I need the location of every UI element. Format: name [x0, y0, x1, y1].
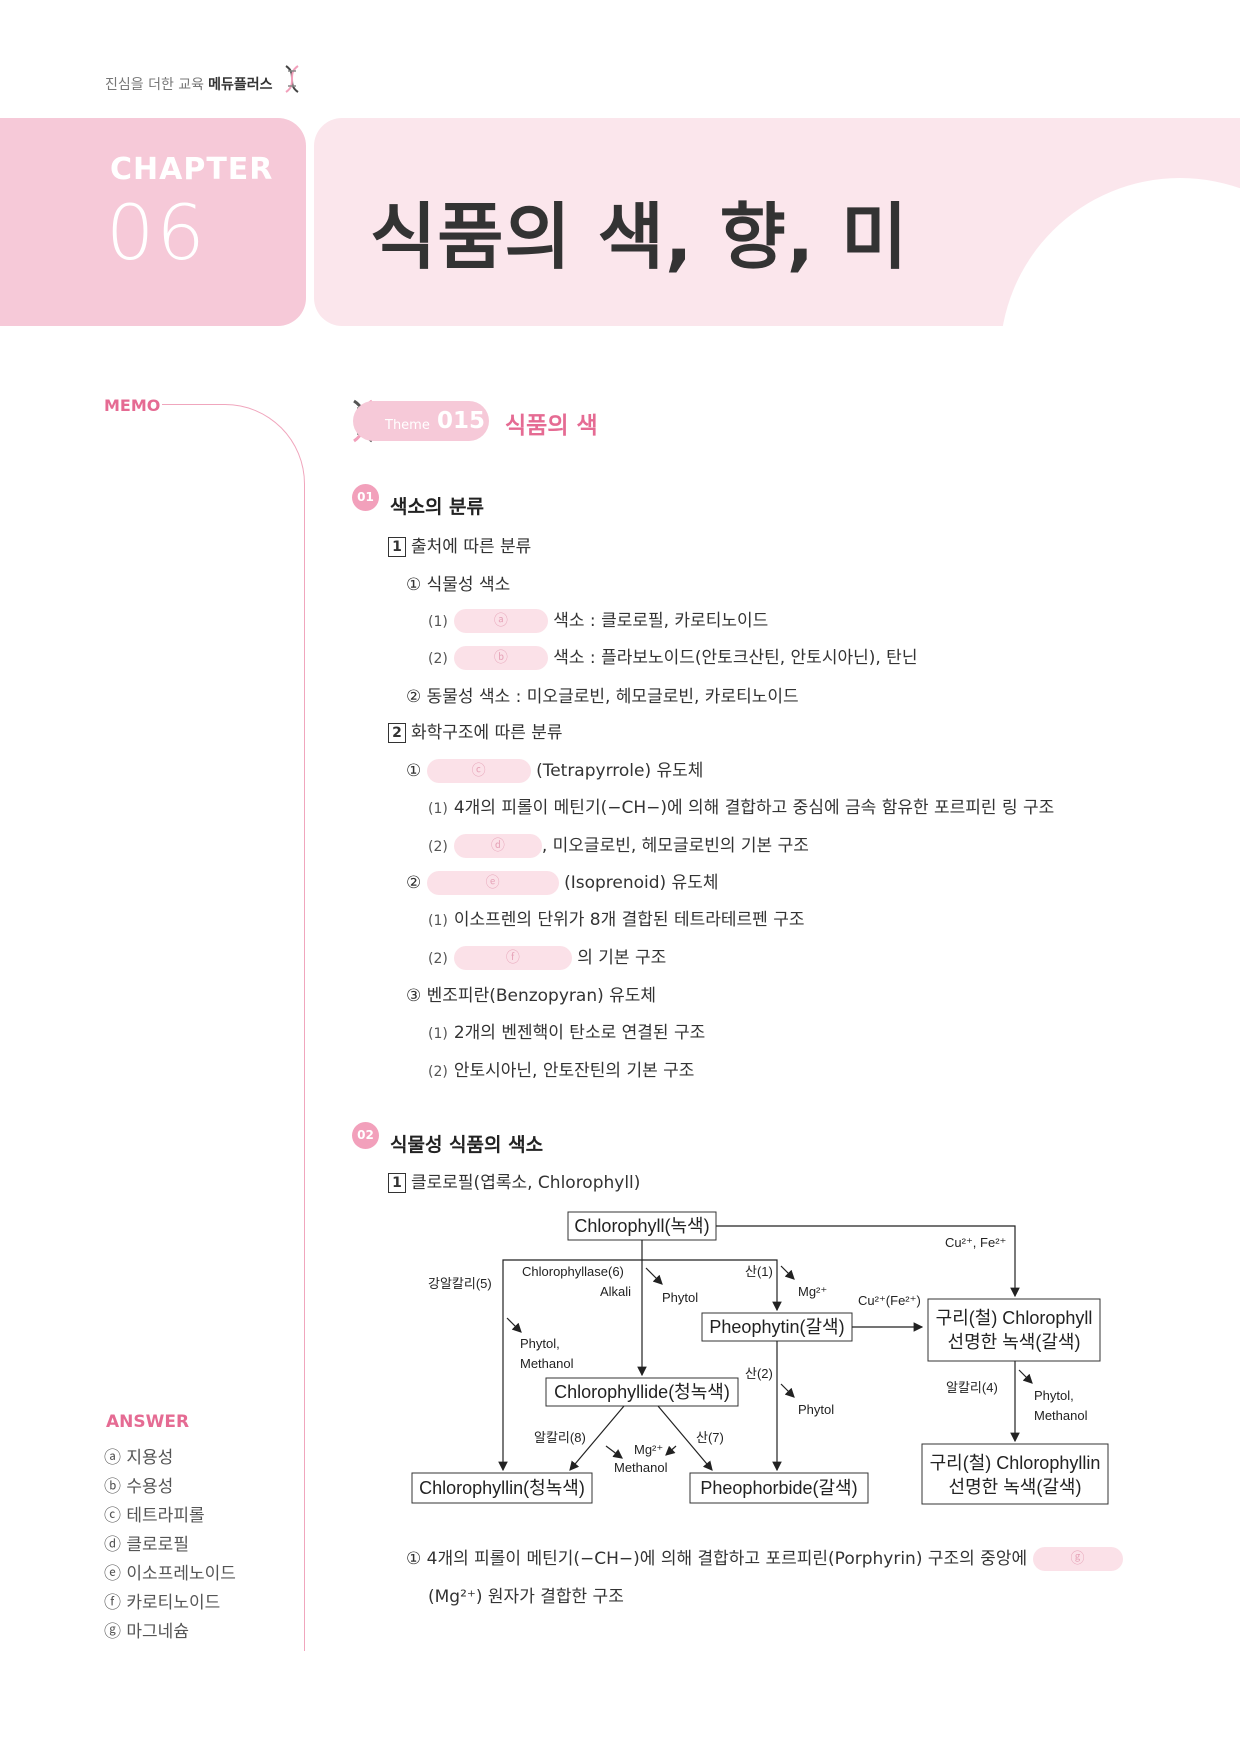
node-box [689, 1472, 869, 1504]
fat-soluble-line: (1)ⓐ 색소 : 클로로필, 카로티노이드 [428, 609, 769, 633]
blank-c: ⓒ [426, 759, 531, 783]
label-phytol-methanol-b: Methanol [520, 1356, 574, 1371]
label-cu-fe-mid: Cu²⁺(Fe²⁺) [858, 1293, 921, 1308]
blank-d: ⓓ [453, 834, 542, 858]
chlorophyll-base-line: (2)ⓓ, 미오글로빈, 헤모글로빈의 기본 구조 [428, 834, 809, 858]
answer-item: ⓐ 지용성 [104, 1448, 174, 1468]
blank-b: ⓑ [453, 646, 548, 670]
label-phytol-2: Phytol [798, 1402, 834, 1417]
chapter-title: 식품의 색, 향, 미 [370, 195, 909, 279]
label-mg-1: Mg²⁺ [798, 1284, 827, 1299]
theme-title: 식품의 색 [505, 413, 598, 439]
blank-a: ⓐ [453, 609, 548, 633]
tetraterpene-line: (1)이소프렌의 단위가 8개 결합된 테트라테르펜 구조 [428, 910, 805, 930]
answer-item: ⓔ 이소프레노이드 [104, 1564, 236, 1584]
section-number: 02 [352, 1122, 379, 1149]
answer-list: ⓐ 지용성 ⓑ 수용성 ⓒ 테트라피롤 ⓓ 클로로필 ⓔ 이소프레노이드 ⓕ 카… [104, 1444, 236, 1647]
answer-item: ⓓ 클로로필 [104, 1535, 189, 1555]
brand-prefix: 진심을 더한 교육 [105, 77, 205, 93]
isoprenoid-line: ② ⓔ (Isoprenoid) 유도체 [406, 871, 719, 895]
label-phytol-methanol2-a: Phytol, [1034, 1388, 1074, 1403]
node-chlorophyll: Chlorophyll(녹색) [574, 1216, 709, 1236]
label-phytol-methanol2-b: Methanol [1034, 1408, 1088, 1423]
theme-label: Theme [385, 418, 430, 433]
node-pheophorbide: Pheophorbide(갈색) [700, 1478, 857, 1498]
chlorophyll-reaction-diagram: Chlorophyll(녹색) Pheophytin(갈색) 구리(철) Chl… [411, 1211, 1109, 1505]
label-phytol-methanol-a: Phytol, [520, 1336, 560, 1351]
water-soluble-line: (2)ⓑ 색소 : 플라보노이드(안토크산틴, 안토시아닌), 탄닌 [428, 646, 918, 670]
node-copper-chlorophyll-2: 선명한 녹색(갈색) [948, 1332, 1081, 1352]
blank-f: ⓕ [453, 946, 572, 970]
section-number: 01 [352, 484, 379, 511]
chlorophyll-structure-note-2: (Mg²⁺) 원자가 결합한 구조 [428, 1587, 624, 1607]
brand-name: 메듀플러스 [208, 77, 273, 93]
label-alkali-4: 알칼리(4) [946, 1380, 998, 1395]
label-acid-2: 산(2) [745, 1366, 773, 1381]
answer-item: ⓖ 마그네슘 [104, 1622, 189, 1642]
chapter-title-box [314, 118, 1240, 326]
porphyrin-line: (1)4개의 피롤이 메틴기(−CH−)에 의해 결합하고 중심에 금속 함유한… [428, 798, 1055, 818]
node-copper-chlorophyllin-1: 구리(철) Chlorophyllin [930, 1453, 1101, 1473]
memo-frame [162, 404, 305, 1651]
node-copper-chlorophyll-1: 구리(철) Chlorophyll [936, 1308, 1093, 1328]
label-chlorophyllase: Chlorophyllase(6) [522, 1264, 624, 1279]
label-methanol: Methanol [614, 1460, 668, 1475]
chapter-box [0, 118, 306, 326]
chapter-number: 06 [106, 188, 207, 277]
label-strong-alkali: 강알칼리(5) [428, 1276, 492, 1291]
node-box [927, 1298, 1101, 1362]
answer-label: ANSWER [106, 1412, 190, 1432]
theme-badge [353, 401, 489, 441]
label-mg-2: Mg²⁺ [634, 1442, 663, 1457]
label-acid-1: 산(1) [745, 1264, 773, 1279]
label-acid-7: 산(7) [696, 1430, 724, 1445]
blank-g: ⓖ [1032, 1547, 1123, 1571]
plant-pigment-line: ① 식물성 색소 [406, 575, 511, 595]
answer-item: ⓕ 카로티노이드 [104, 1593, 221, 1613]
benzene-line: (1)2개의 벤젠핵이 탄소로 연결된 구조 [428, 1023, 706, 1043]
label-alkali-8: 알칼리(8) [534, 1430, 586, 1445]
label-alkali: Alkali [600, 1284, 631, 1299]
blank-e: ⓔ [426, 871, 559, 895]
node-copper-chlorophyllin-2: 선명한 녹색(갈색) [949, 1477, 1082, 1497]
node-chlorophyllin: Chlorophyllin(청녹색) [419, 1478, 585, 1498]
node-pheophytin: Pheophytin(갈색) [709, 1317, 844, 1337]
dna-logo-icon [285, 65, 299, 93]
animal-pigment-line: ② 동물성 색소 : 미오글로빈, 헤모글로빈, 카로티노이드 [406, 687, 799, 707]
node-box [545, 1377, 739, 1407]
node-box [411, 1472, 593, 1504]
section-title: 식물성 식품의 색소 [390, 1134, 544, 1156]
answer-item: ⓒ 테트라피롤 [104, 1506, 205, 1526]
theme-number: 015 [437, 408, 486, 434]
chapter-label: CHAPTER [110, 152, 274, 187]
node-chlorophyllide: Chlorophyllide(청녹색) [554, 1382, 730, 1402]
label-cu-fe-top: Cu²⁺, Fe²⁺ [945, 1235, 1006, 1250]
carotenoid-base-line: (2)ⓕ 의 기본 구조 [428, 946, 667, 970]
anthocyanin-line: (2)안토시아닌, 안토잔틴의 기본 구조 [428, 1061, 695, 1081]
label-phytol: Phytol [662, 1290, 698, 1305]
node-box [921, 1443, 1109, 1505]
memo-label: MEMO [104, 396, 161, 415]
benzopyran-line: ③ 벤조피란(Benzopyran) 유도체 [406, 986, 657, 1006]
answer-item: ⓑ 수용성 [104, 1477, 174, 1497]
tetrapyrrole-line: ① ⓒ (Tetrapyrrole) 유도체 [406, 759, 704, 783]
chlorophyll-structure-note: ① 4개의 피롤이 메틴기(−CH−)에 의해 결합하고 포르피린(Porphy… [406, 1544, 1123, 1571]
section-title: 색소의 분류 [390, 496, 485, 518]
